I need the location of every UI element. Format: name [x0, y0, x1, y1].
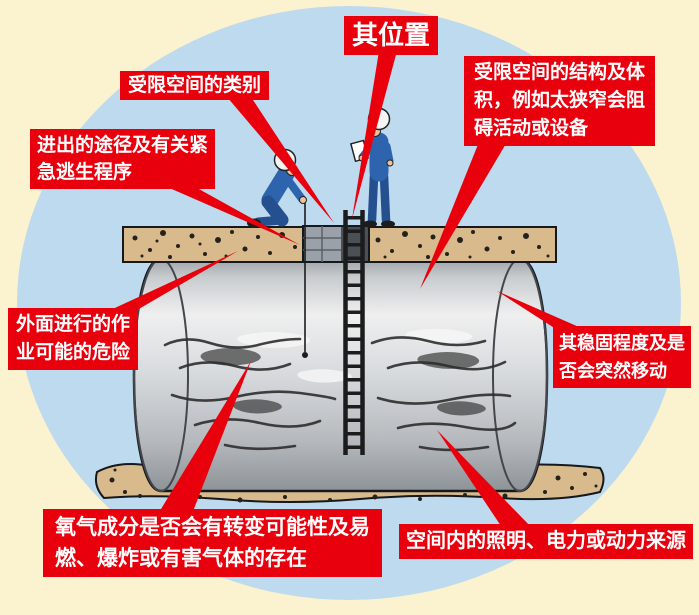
pointer-outside — [104, 251, 238, 313]
pointer-access — [158, 183, 300, 245]
pointer-category — [227, 97, 334, 223]
callout-category: 受限空间的类别 — [120, 71, 270, 100]
pointer-stability — [497, 291, 588, 331]
callout-outside-work: 外面进行的作 业可能的危险 — [8, 308, 139, 370]
measuring-line — [302, 200, 308, 358]
ladder — [343, 210, 365, 455]
callout-access-escape: 进出的途径及有关紧 急逃生程序 — [30, 129, 216, 189]
callout-lighting-power: 空间内的照明、电力或动力来源 — [399, 524, 693, 559]
pointer-structure — [420, 142, 507, 289]
tank-liquid-swirls — [163, 328, 517, 452]
ground-top-left — [122, 226, 307, 263]
ground-top-right — [367, 226, 557, 263]
pointer-beams — [104, 51, 588, 529]
pointer-oxygen — [158, 361, 251, 514]
pointer-location — [352, 51, 397, 219]
callout-stability: 其稳固程度及是 否会突然移动 — [553, 326, 691, 388]
callout-oxygen-gas: 氧气成分是否会有转变可能性及易 燃、爆炸或有害气体的存在 — [43, 509, 382, 577]
pointer-lighting — [437, 430, 533, 529]
callout-structure-volume: 受限空间的结构及体 积，例如太狭窄会阻 碍活动或设备 — [464, 56, 656, 146]
callout-location: 其位置 — [344, 16, 439, 55]
